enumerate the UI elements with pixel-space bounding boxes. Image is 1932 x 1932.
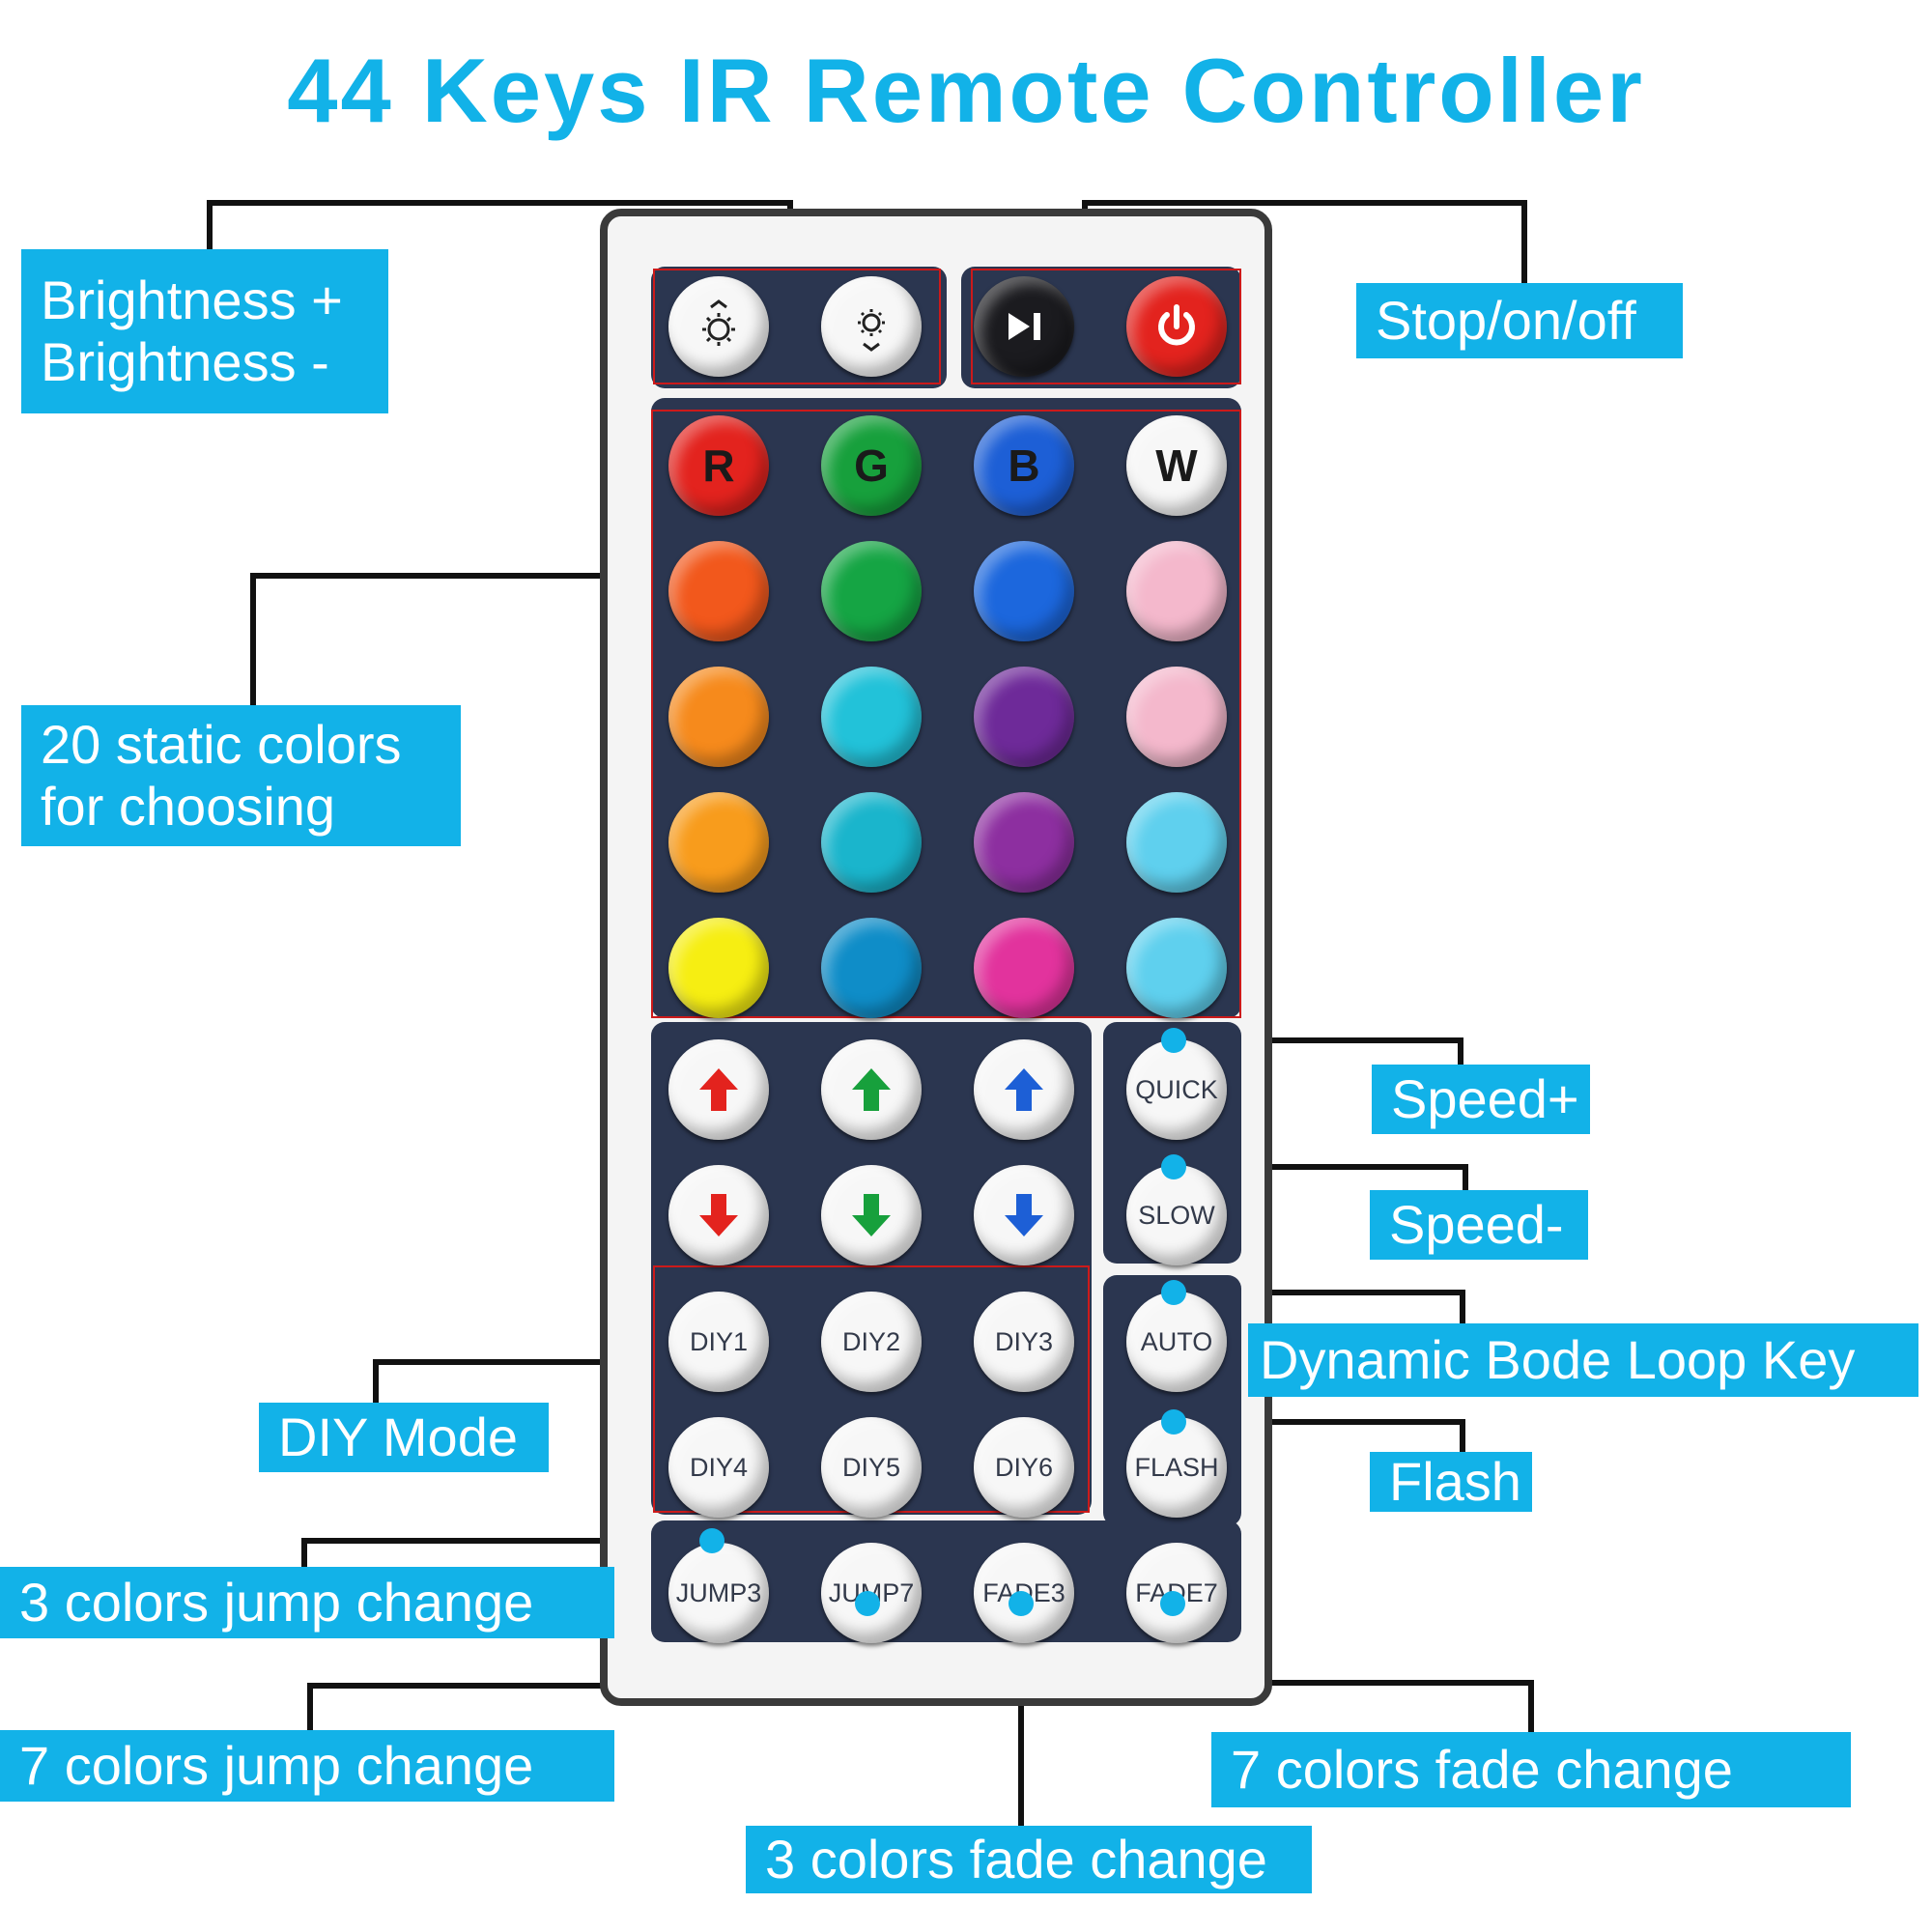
static-colors-label-line2: for choosing <box>41 776 336 837</box>
color-button-r1-c2[interactable]: G <box>821 415 922 516</box>
diy4-button[interactable]: DIY4 <box>668 1417 769 1518</box>
jump3-key-label: JUMP3 <box>675 1577 762 1607</box>
color-button-r4-c4[interactable] <box>1126 792 1227 893</box>
color-button-r5-c1[interactable] <box>668 918 769 1018</box>
quick-button[interactable]: QUICK <box>1126 1039 1227 1140</box>
static-colors-leader-line <box>250 573 649 705</box>
brightness-highlight <box>653 269 941 384</box>
slow-label: SLOW <box>1138 1200 1215 1230</box>
jump3-pointer-dot <box>699 1528 724 1553</box>
power-icon <box>1158 304 1195 346</box>
color-letter-label: G <box>854 440 889 491</box>
fade7-label: 7 colors fade change <box>1211 1732 1851 1807</box>
diy3-button[interactable]: DIY3 <box>974 1292 1074 1392</box>
color-button-r2-c3[interactable] <box>974 541 1074 641</box>
color-button-r2-c1[interactable] <box>668 541 769 641</box>
green-down-button[interactable] <box>821 1165 922 1265</box>
fade3-button[interactable]: FADE3 <box>974 1543 1074 1643</box>
color-button-r4-c2[interactable] <box>821 792 922 893</box>
jump7-pointer-dot <box>855 1591 880 1616</box>
speed-plus-label: Speed+ <box>1372 1065 1590 1134</box>
flash-key-label: FLASH <box>1134 1452 1219 1482</box>
page-title: 44 Keys IR Remote Controller <box>287 40 1645 141</box>
brightness-label-box: Brightness + Brightness - <box>21 249 388 413</box>
jump7-label: 7 colors jump change <box>0 1730 614 1802</box>
color-letter-label: R <box>702 440 735 491</box>
dynamic-mode-label: Dynamic Bode Loop Key <box>1248 1323 1918 1397</box>
fade3-label: 3 colors fade change <box>746 1826 1312 1893</box>
diy-mode-label: DIY Mode <box>259 1403 549 1472</box>
diy6-button[interactable]: DIY6 <box>974 1417 1074 1518</box>
diy5-button[interactable]: DIY5 <box>821 1417 922 1518</box>
flash-label: Flash <box>1370 1451 1532 1512</box>
play-pause-icon <box>1009 313 1040 340</box>
slow-pointer-dot <box>1161 1154 1186 1179</box>
color-button-r4-c3[interactable] <box>974 792 1074 893</box>
color-button-r5-c4[interactable] <box>1126 918 1227 1018</box>
brightness-plus-label: Brightness + <box>41 269 343 330</box>
diy1-label: DIY1 <box>689 1326 749 1356</box>
red-down-button[interactable] <box>668 1165 769 1265</box>
blue-up-button[interactable] <box>974 1039 1074 1140</box>
auto-button[interactable]: AUTO <box>1126 1292 1227 1392</box>
color-letter-label: B <box>1008 440 1040 491</box>
color-highlight <box>651 410 1241 1018</box>
color-button-r1-c3[interactable]: B <box>974 415 1074 516</box>
color-button-r3-c3[interactable] <box>974 667 1074 767</box>
green-up-button[interactable] <box>821 1039 922 1140</box>
color-button-r3-c1[interactable] <box>668 667 769 767</box>
color-button-r5-c3[interactable] <box>974 918 1074 1018</box>
arrow-up-icon <box>852 1068 891 1111</box>
jump3-button[interactable]: JUMP3 <box>668 1543 769 1643</box>
slow-button[interactable]: SLOW <box>1126 1165 1227 1265</box>
blue-down-button[interactable] <box>974 1165 1074 1265</box>
diy-leader-line <box>373 1359 649 1403</box>
color-button-r1-c1[interactable]: R <box>668 415 769 516</box>
color-button-r2-c2[interactable] <box>821 541 922 641</box>
stop-on-off-label: Stop/on/off <box>1356 283 1683 358</box>
brightness-up-button[interactable] <box>668 276 769 377</box>
speed-minus-label: Speed- <box>1370 1190 1588 1260</box>
remote-body: R G B W DIY1 DIY2 DIY3 DIY4 DIY5 DIY6 QUICK… <box>600 209 1272 1706</box>
diy3-label: DIY3 <box>994 1326 1054 1356</box>
arrow-down-icon <box>852 1194 891 1236</box>
diy4-label: DIY4 <box>689 1452 749 1482</box>
color-button-r1-c4[interactable]: W <box>1126 415 1227 516</box>
brightness-down-button[interactable] <box>821 276 922 377</box>
diy6-label: DIY6 <box>994 1452 1054 1482</box>
arrow-down-icon <box>699 1194 738 1236</box>
brightness-up-icon <box>702 299 735 346</box>
power-button[interactable] <box>1126 276 1227 377</box>
arrow-up-icon <box>699 1068 738 1111</box>
static-colors-label-line1: 20 static colors <box>41 713 402 775</box>
color-letter-label: W <box>1155 440 1198 491</box>
color-button-r3-c2[interactable] <box>821 667 922 767</box>
color-button-r3-c4[interactable] <box>1126 667 1227 767</box>
color-button-r2-c4[interactable] <box>1126 541 1227 641</box>
brightness-down-icon <box>858 309 885 352</box>
diy1-button[interactable]: DIY1 <box>668 1292 769 1392</box>
fade3-pointer-dot <box>1009 1591 1034 1616</box>
color-button-r5-c2[interactable] <box>821 918 922 1018</box>
brightness-minus-label: Brightness - <box>41 331 329 392</box>
jump3-label: 3 colors jump change <box>0 1567 614 1638</box>
jump3-leader-line <box>301 1538 712 1567</box>
fade7-pointer-dot <box>1160 1591 1185 1616</box>
play-pause-button[interactable] <box>974 276 1074 377</box>
auto-label: AUTO <box>1140 1326 1213 1356</box>
quick-pointer-dot <box>1161 1028 1186 1053</box>
power-highlight <box>971 269 1241 384</box>
color-button-r4-c1[interactable] <box>668 792 769 893</box>
arrow-down-icon <box>1005 1194 1043 1236</box>
diy2-label: DIY2 <box>841 1326 901 1356</box>
quick-label: QUICK <box>1135 1074 1218 1104</box>
diy2-button[interactable]: DIY2 <box>821 1292 922 1392</box>
auto-pointer-dot <box>1161 1280 1186 1305</box>
red-up-button[interactable] <box>668 1039 769 1140</box>
static-colors-label-box: 20 static colors for choosing <box>21 705 461 846</box>
diy5-label: DIY5 <box>841 1452 901 1482</box>
arrow-up-icon <box>1005 1068 1043 1111</box>
flash-pointer-dot <box>1161 1409 1186 1435</box>
